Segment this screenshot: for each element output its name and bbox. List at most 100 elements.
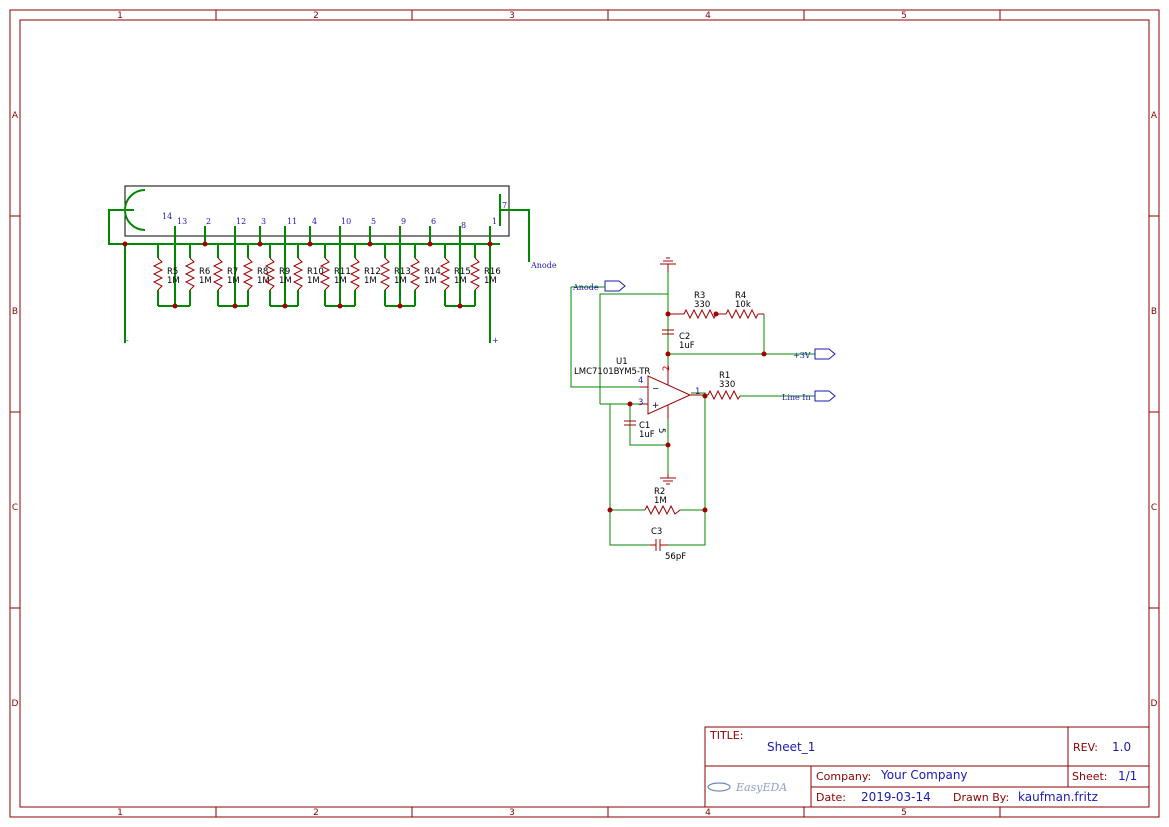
- r2-ref: R2: [654, 487, 665, 497]
- drawn-by-key: Drawn By:: [953, 791, 1009, 804]
- row-label-d: D: [12, 699, 19, 709]
- col-label-2: 2: [313, 11, 319, 21]
- line-in-port[interactable]: Line In: [782, 390, 836, 402]
- u1-minus: −: [652, 384, 659, 394]
- col-label-1-bottom: 1: [117, 808, 123, 818]
- u1-plus: +: [652, 401, 659, 411]
- bank-resistor-ref: R5: [167, 267, 178, 277]
- bank-resistor-body: [409, 257, 421, 291]
- u1-pin4: 4: [638, 376, 643, 386]
- tube-pin-5: 5: [371, 217, 376, 226]
- bank-resistor-value: 1M: [334, 276, 347, 286]
- bank-resistor-ref: R10: [307, 267, 324, 277]
- row-label-c-right: C: [1151, 503, 1157, 513]
- tube-pin-1: 1: [492, 217, 497, 226]
- bank-resistor-value: 1M: [484, 276, 497, 286]
- row-label-c: C: [12, 503, 18, 513]
- easyeda-logo-text: EasyEDA: [735, 781, 787, 794]
- easyeda-logo: EasyEDA: [707, 781, 787, 794]
- c3-value: 56pF: [665, 552, 686, 562]
- bank-resistor-ref: R12: [364, 267, 381, 277]
- u1-ref: U1: [616, 357, 628, 367]
- title-block: TITLE: Sheet_1 REV: 1.0 Company: Your Co…: [704, 726, 1150, 808]
- tube-pin-11: 11: [287, 217, 297, 226]
- tube-pin-numbers: 14 13 2 12 3 11 4 10 5 9 6 8 1 7: [162, 201, 507, 230]
- bank-resistor-body: [379, 257, 391, 291]
- r4-resistor[interactable]: [725, 308, 759, 320]
- bank-resistor-body: [212, 257, 224, 291]
- r3-resistor[interactable]: [683, 308, 717, 320]
- tube-cathode-lead: [108, 209, 134, 245]
- anode-port-label: Anode: [572, 283, 599, 292]
- tube-pin-6: 6: [431, 217, 436, 226]
- resistor-bank: R51MR61MR71MR81MR91MR101MR111MR121MR131M…: [152, 244, 501, 306]
- vcc-port-label: +3V: [793, 351, 811, 360]
- bank-resistor-body: [439, 257, 451, 291]
- amp-junctions: [607, 311, 767, 513]
- bank-resistor-value: 1M: [167, 276, 180, 286]
- tube-pin-7: 7: [502, 201, 507, 210]
- sheet-value: 1/1: [1118, 769, 1137, 783]
- company-key: Company:: [816, 770, 871, 783]
- col-label-1: 1: [117, 11, 123, 21]
- bank-resistor-body: [264, 257, 276, 291]
- sheet-key: Sheet:: [1072, 770, 1108, 783]
- bank-resistor-body: [349, 257, 361, 291]
- tube-symbol[interactable]: Anode 14 13 2 12 3 11 4 10 5 9 6 8 1 7: [108, 185, 557, 345]
- r4-value: 10k: [735, 300, 751, 310]
- company-value: Your Company: [880, 768, 968, 782]
- anode-port[interactable]: Anode: [571, 280, 626, 292]
- r2-resistor[interactable]: [644, 504, 681, 516]
- bank-resistor-value: 1M: [394, 276, 407, 286]
- rev-value: 1.0: [1112, 740, 1131, 754]
- rev-key: REV:: [1073, 741, 1098, 754]
- bank-resistor-ref: R15: [454, 267, 471, 277]
- bank-resistor-ref: R14: [424, 267, 441, 277]
- anode-net-wire: [570, 287, 640, 388]
- tube-body: [124, 185, 510, 237]
- r3-ref: R3: [694, 291, 705, 301]
- sheet-frame: 1 2 3 4 5 1 2 3 4 5 A B C D A B C D: [9, 9, 1160, 818]
- row-label-a: A: [12, 111, 19, 121]
- r4-ref: R4: [735, 291, 746, 301]
- bank-resistor-value: 1M: [424, 276, 437, 286]
- col-label-4-bottom: 4: [705, 808, 711, 818]
- tube-pin-14: 14: [162, 212, 172, 221]
- feedback-loop-right: [668, 392, 706, 546]
- c2-value: 1uF: [679, 341, 695, 351]
- bank-resistor-ref: R11: [334, 267, 351, 277]
- tube-plus-label: +: [492, 336, 499, 345]
- row-label-b-right: B: [1151, 307, 1157, 317]
- col-label-5-bottom: 5: [901, 808, 907, 818]
- title-value: Sheet_1: [767, 740, 815, 754]
- feedback-wire-top: [599, 293, 668, 404]
- r1-value: 330: [719, 380, 735, 390]
- bank-resistor-body: [184, 257, 196, 291]
- col-label-5: 5: [901, 11, 907, 21]
- r1-resistor[interactable]: [707, 389, 741, 401]
- col-label-2-bottom: 2: [313, 808, 319, 818]
- row-label-a-right: A: [1151, 111, 1158, 121]
- amplifier-circuit[interactable]: R3 330 R4 10k C2 1uF U1 LMC7101BYM5-TR 4…: [570, 257, 836, 562]
- tube-pin-10: 10: [341, 217, 351, 226]
- bank-resistor-ref: R9: [279, 267, 290, 277]
- vcc-port[interactable]: +3V: [793, 348, 836, 360]
- bank-resistor-ref: R13: [394, 267, 411, 277]
- tube-pin-4: 4: [312, 217, 317, 226]
- bank-resistor-body: [469, 257, 481, 291]
- tube-pin-8: 8: [461, 221, 466, 230]
- u1-opamp[interactable]: [647, 375, 692, 415]
- drawn-by-value: kaufman.fritz: [1018, 790, 1098, 804]
